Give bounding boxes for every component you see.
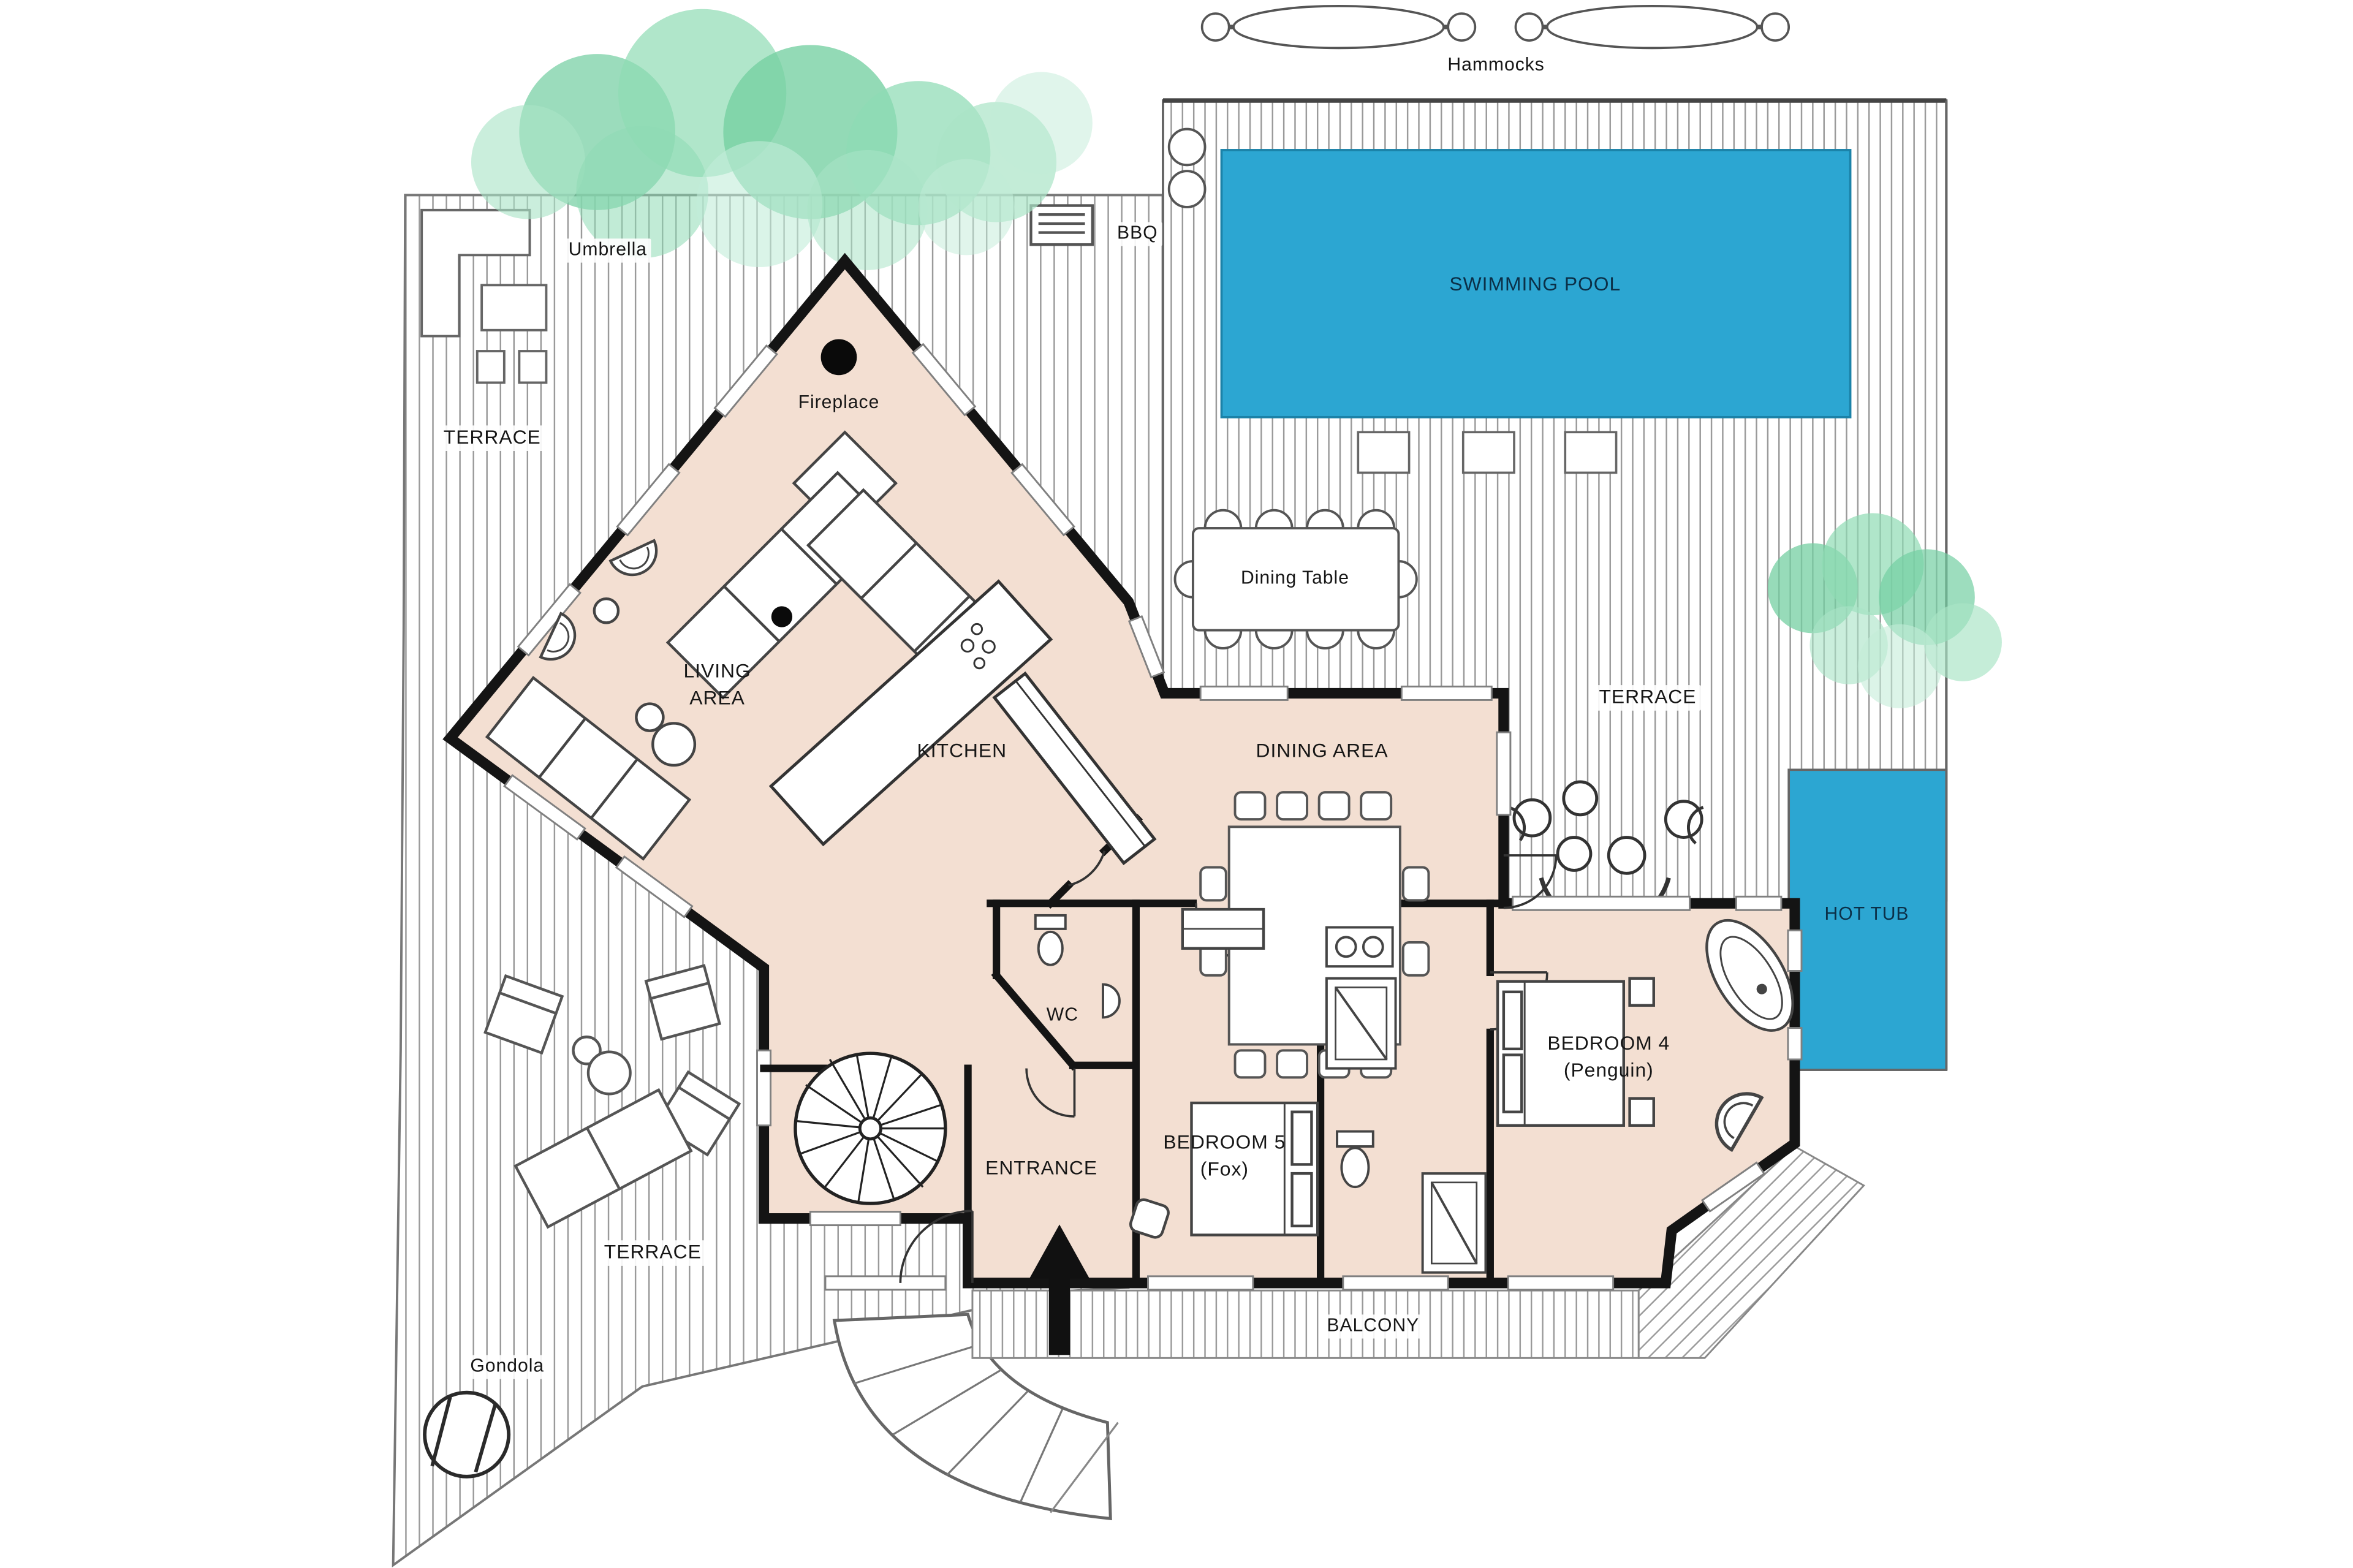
pool-ladder-icon	[1167, 127, 1207, 208]
bedroom5-furniture	[1129, 907, 1319, 1239]
fireplace-label: Fireplace	[798, 392, 880, 413]
terrace-top-left-label: TERRACE	[439, 425, 546, 451]
gondola-icon	[423, 1390, 511, 1479]
outdoor-dining-table	[1173, 509, 1418, 650]
living-area-label: LIVING AREA	[683, 659, 751, 708]
curved-stairs-icon	[832, 1312, 1119, 1521]
windows	[503, 343, 1803, 1291]
tree-icon	[471, 9, 1093, 270]
hot-tub-label: HOT TUB	[1824, 903, 1909, 925]
terrace-lounge-furniture	[483, 964, 741, 1229]
bathroom-fixtures	[1034, 914, 1487, 1274]
balcony-label: BALCONY	[1322, 1314, 1424, 1339]
bedroom4-furniture	[1496, 918, 1794, 1149]
swimming-pool	[1220, 149, 1852, 419]
terrace-right-label: TERRACE	[1594, 685, 1701, 711]
entrance-label: ENTRANCE	[985, 1156, 1098, 1179]
spiral-stairs-icon	[794, 1051, 947, 1205]
swimming-pool-label: SWIMMING POOL	[1449, 272, 1621, 295]
tree-icon-right	[1767, 513, 2002, 708]
balcony	[971, 1145, 1865, 1359]
bbq-icon	[1029, 204, 1094, 246]
wc-label: WC	[1046, 1004, 1078, 1025]
kitchen-label: KITCHEN	[917, 739, 1007, 762]
gondola-label: Gondola	[466, 1355, 549, 1379]
bedroom4-label: BEDROOM 4 (Penguin)	[1547, 1031, 1670, 1081]
fireplace-icon	[820, 339, 857, 376]
terrace-bottom-left-label: TERRACE	[599, 1240, 707, 1266]
hammock-icon	[1200, 4, 1790, 50]
bbq-label: BBQ	[1112, 222, 1162, 246]
dining-table-label: Dining Table	[1240, 567, 1349, 589]
hammocks-label: Hammocks	[1447, 54, 1545, 75]
bedroom5-label: BEDROOM 5 (Fox)	[1163, 1131, 1286, 1180]
kitchen-island	[768, 579, 1157, 866]
hot-tub	[1787, 768, 1948, 1071]
deck-side-tables	[1357, 431, 1618, 474]
umbrella-icon	[420, 208, 548, 384]
dining-area-label: DINING AREA	[1256, 739, 1389, 762]
umbrella-label: Umbrella	[564, 238, 652, 263]
entrance-arrow-icon	[1029, 1224, 1089, 1355]
